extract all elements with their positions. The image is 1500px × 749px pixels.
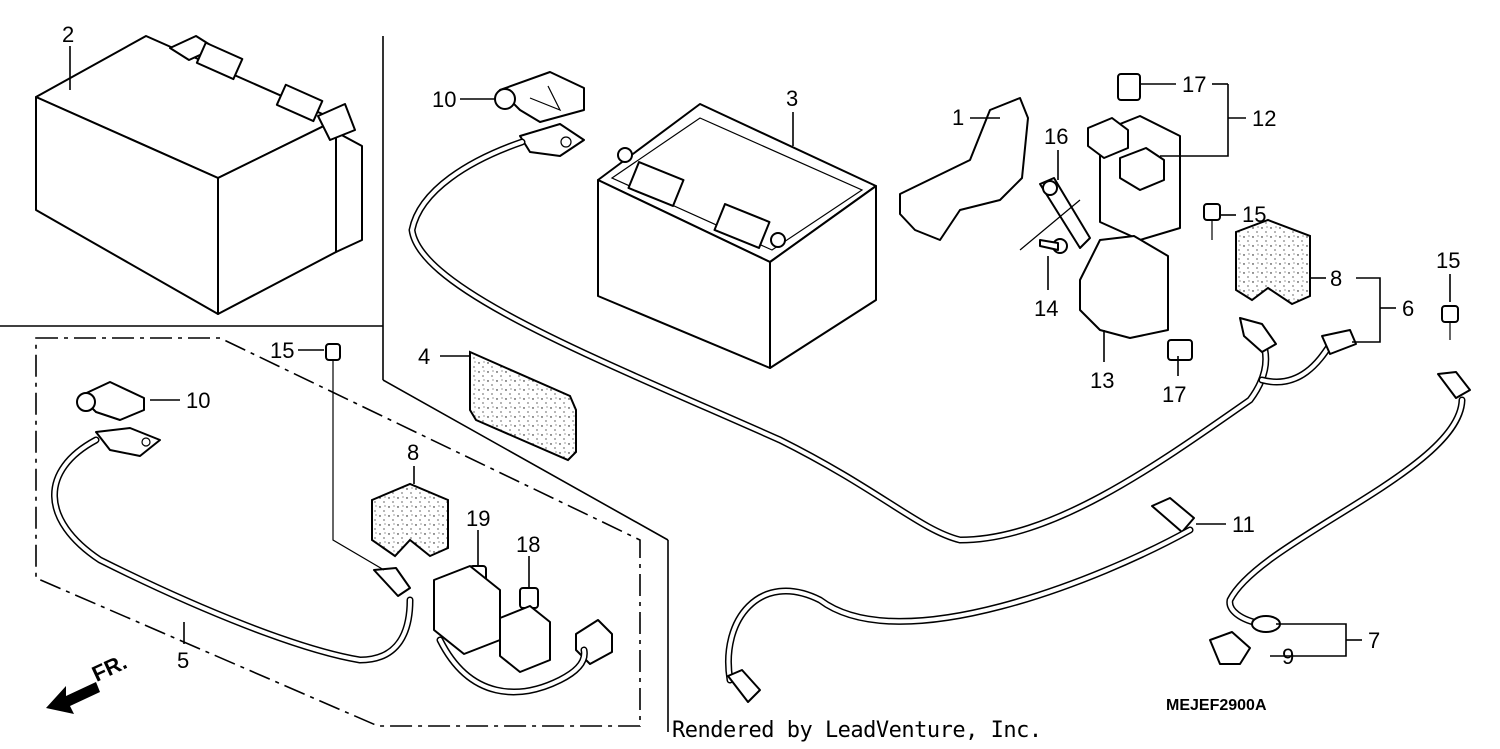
callout-15-left: 15: [270, 338, 294, 363]
fuse-18: [519, 587, 539, 609]
callout-6: 6: [1402, 296, 1414, 321]
battery-3: [597, 103, 877, 369]
callout-3: 3: [786, 86, 798, 111]
relay-12: [1087, 115, 1181, 241]
callout-10-top: 10: [432, 87, 456, 112]
pad-4: [469, 350, 577, 462]
bolt-15-left: [325, 343, 341, 378]
callout-4: 4: [418, 344, 430, 369]
callout-17-top: 17: [1182, 72, 1206, 97]
section-dividers: [0, 36, 669, 732]
kit-boundary-5: [35, 337, 641, 727]
clamp-10-top: [494, 71, 585, 123]
cable-7: [1209, 371, 1471, 665]
callout-15-upper: 15: [1242, 202, 1266, 227]
callout-8-right: 8: [1330, 266, 1342, 291]
callout-2: 2: [62, 22, 74, 47]
diagram-code: MEJEF2900A: [1166, 697, 1267, 714]
callout-19: 19: [466, 506, 490, 531]
fuse-17-top: [1117, 73, 1141, 101]
callout-17-bottom: 17: [1162, 382, 1186, 407]
cap-8-left: [371, 482, 449, 558]
holder-13: [1079, 235, 1169, 339]
screw-14: [1019, 199, 1081, 254]
bolt-15-right: [1441, 305, 1459, 340]
callout-18: 18: [516, 532, 540, 557]
callout-7: 7: [1368, 628, 1380, 653]
callout-12: 12: [1252, 106, 1276, 131]
cable-main: [408, 123, 1357, 544]
front-arrow-icon: [46, 682, 100, 714]
callout-13: 13: [1090, 368, 1114, 393]
callout-8-left: 8: [407, 440, 419, 465]
cable-11: [725, 497, 1195, 703]
harness-5: [51, 378, 613, 696]
callout-16: 16: [1044, 124, 1068, 149]
cap-8-right: [1235, 218, 1311, 306]
callout-9: 9: [1282, 644, 1294, 669]
fuse-17-bottom: [1167, 339, 1193, 361]
callout-14: 14: [1034, 296, 1058, 321]
leader-lines: [69, 46, 1451, 657]
credit-text: Rendered by LeadVenture, Inc.: [672, 718, 1042, 743]
callout-1: 1: [952, 105, 964, 130]
callout-15-right: 15: [1436, 248, 1460, 273]
callout-11: 11: [1232, 512, 1255, 537]
battery-2: [35, 35, 363, 315]
callout-10-left: 10: [186, 388, 210, 413]
callout-5: 5: [177, 648, 189, 673]
bolt-15-upper: [1203, 203, 1221, 240]
